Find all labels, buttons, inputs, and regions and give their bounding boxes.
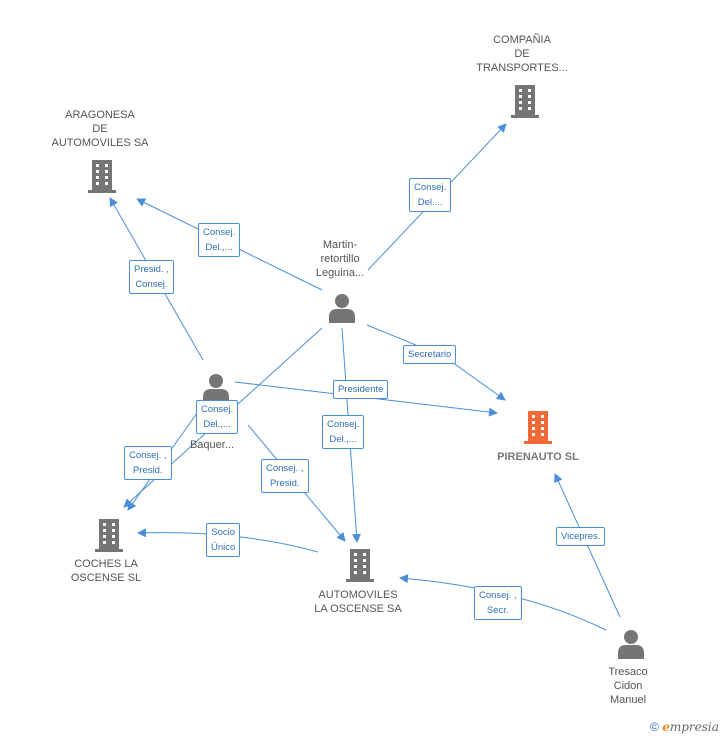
edge-label-martin-coches[interactable]: Consej.Del.,... — [196, 400, 239, 434]
copyright-symbol: © — [650, 720, 659, 734]
edge-label-martin-automoviles[interactable]: Consej.Del.,... — [322, 415, 365, 449]
building-icon-main[interactable] — [522, 409, 554, 445]
edge-label-baquer-coches[interactable]: Consej. ,Presid. — [124, 446, 172, 480]
edge-label-martin-compania[interactable]: Consej.Del.... — [409, 178, 452, 212]
edge-label-baquer-aragonesa[interactable]: Presid. ,Consej. — [129, 260, 174, 294]
edge-label-baquer-pirenauto[interactable]: Presidente — [333, 380, 389, 399]
edge-label-tresaco-pirenauto[interactable]: Vicepres. — [556, 527, 606, 546]
edge-label-baquer-automoviles[interactable]: Consej. ,Presid. — [261, 459, 309, 493]
edge-label-martin-pirenauto[interactable]: Secretario — [403, 345, 457, 364]
building-icon[interactable] — [509, 83, 541, 119]
edge-label-tresaco-automoviles[interactable]: Consej. ,Secr. — [474, 586, 522, 620]
building-icon[interactable] — [93, 517, 125, 553]
person-icon[interactable] — [616, 629, 646, 659]
brand-logo: empresia — [662, 720, 719, 734]
building-icon[interactable] — [86, 158, 118, 194]
person-icon[interactable] — [201, 373, 231, 403]
person-icon[interactable] — [327, 293, 357, 323]
building-icon[interactable] — [344, 547, 376, 583]
footer-brand[interactable]: © empresia — [650, 720, 719, 734]
node-label-baquer: Baquer... — [189, 439, 235, 451]
node-label-pirenauto: PIRENAUTO SL — [497, 451, 579, 463]
edge-label-martin-aragonesa[interactable]: Consej.Del.,... — [198, 223, 241, 257]
